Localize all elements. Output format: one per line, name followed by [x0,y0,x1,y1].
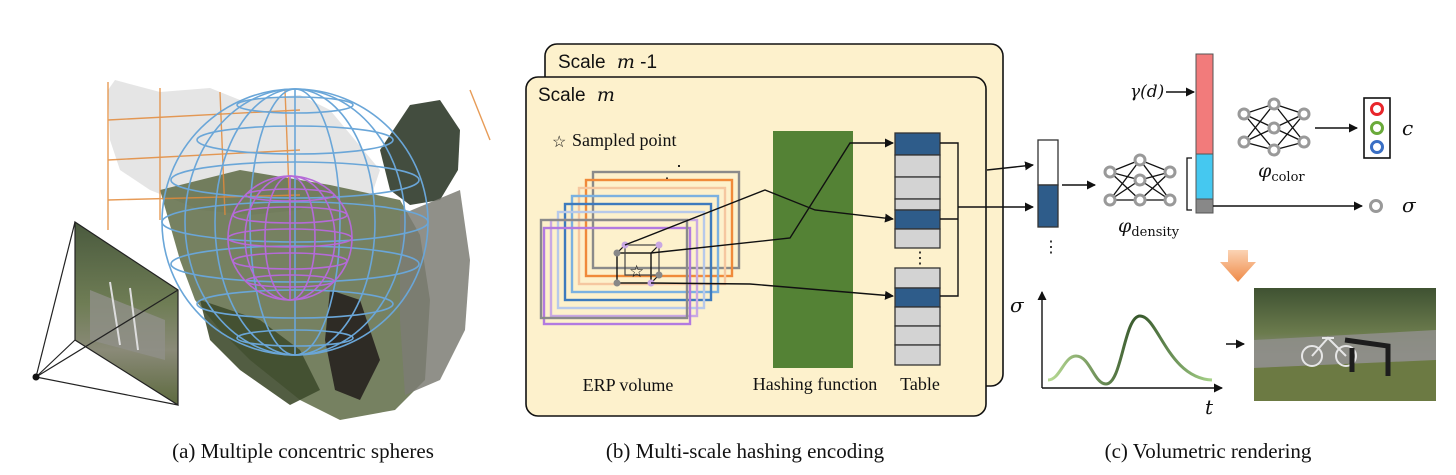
sigma-out-label: σ [1402,193,1417,217]
caption-c: (c) Volumetric rendering [1105,439,1312,463]
hashing-function-block [773,131,853,368]
sigma-node [1369,199,1383,213]
erp-volume-label: ERP volume [583,375,674,395]
hash-table [894,132,941,366]
rendered-image [1254,288,1436,401]
legend-text: Sampled point [572,130,677,150]
c-label: c [1402,116,1413,140]
rgb-red-node [1370,102,1384,116]
density-mlp [1103,153,1177,207]
rgb-green-node [1370,121,1384,135]
table-label: Table [900,374,940,394]
scale-front-card [525,76,987,417]
panel-c: ⋮ φdensity γ(d) [1010,53,1436,463]
phi-color-label: φcolor [1258,160,1305,185]
sampled-voxel: ☆ [613,241,663,287]
render-arrow [1220,250,1256,282]
table-ellipsis: ⋮ [912,250,928,267]
inner-sphere [227,175,353,301]
plot-y-label: σ [1010,293,1025,317]
star-icon: ☆ [552,134,566,151]
panel-a: (a) Multiple concentric spheres [32,80,491,463]
camera-center [32,373,40,381]
svg-text:☆: ☆ [629,262,644,281]
caption-a: (a) Multiple concentric spheres [172,439,434,463]
scale-back-label: Scale m -1 [558,51,657,73]
feature-vector-empty [1037,139,1059,186]
density-plot: σ t [1010,291,1223,419]
caption-b: (b) Multi-scale hashing encoding [606,439,885,463]
panel-b: Scale m -1 Scale m ☆ Sampled point ⋰ [525,43,1034,463]
dir-encoding-segment [1195,53,1214,155]
gamma-d-label: γ(d) [1130,82,1164,102]
rgb-blue-node [1370,140,1384,154]
phi-density-label: φdensity [1118,215,1180,240]
outer-sphere [161,88,429,356]
hash-connectors [624,138,1034,300]
camera-frustum [32,220,179,407]
density-segment [1195,198,1214,214]
plot-x-label: t [1205,395,1214,419]
scale-front-label: Scale m [538,84,615,106]
feature-vector-filled [1037,184,1059,228]
hashing-function-label: Hashing function [753,374,877,394]
color-mlp [1237,97,1311,157]
geo-feature-segment [1195,153,1214,200]
feature-ellipsis: ⋮ [1043,239,1059,256]
